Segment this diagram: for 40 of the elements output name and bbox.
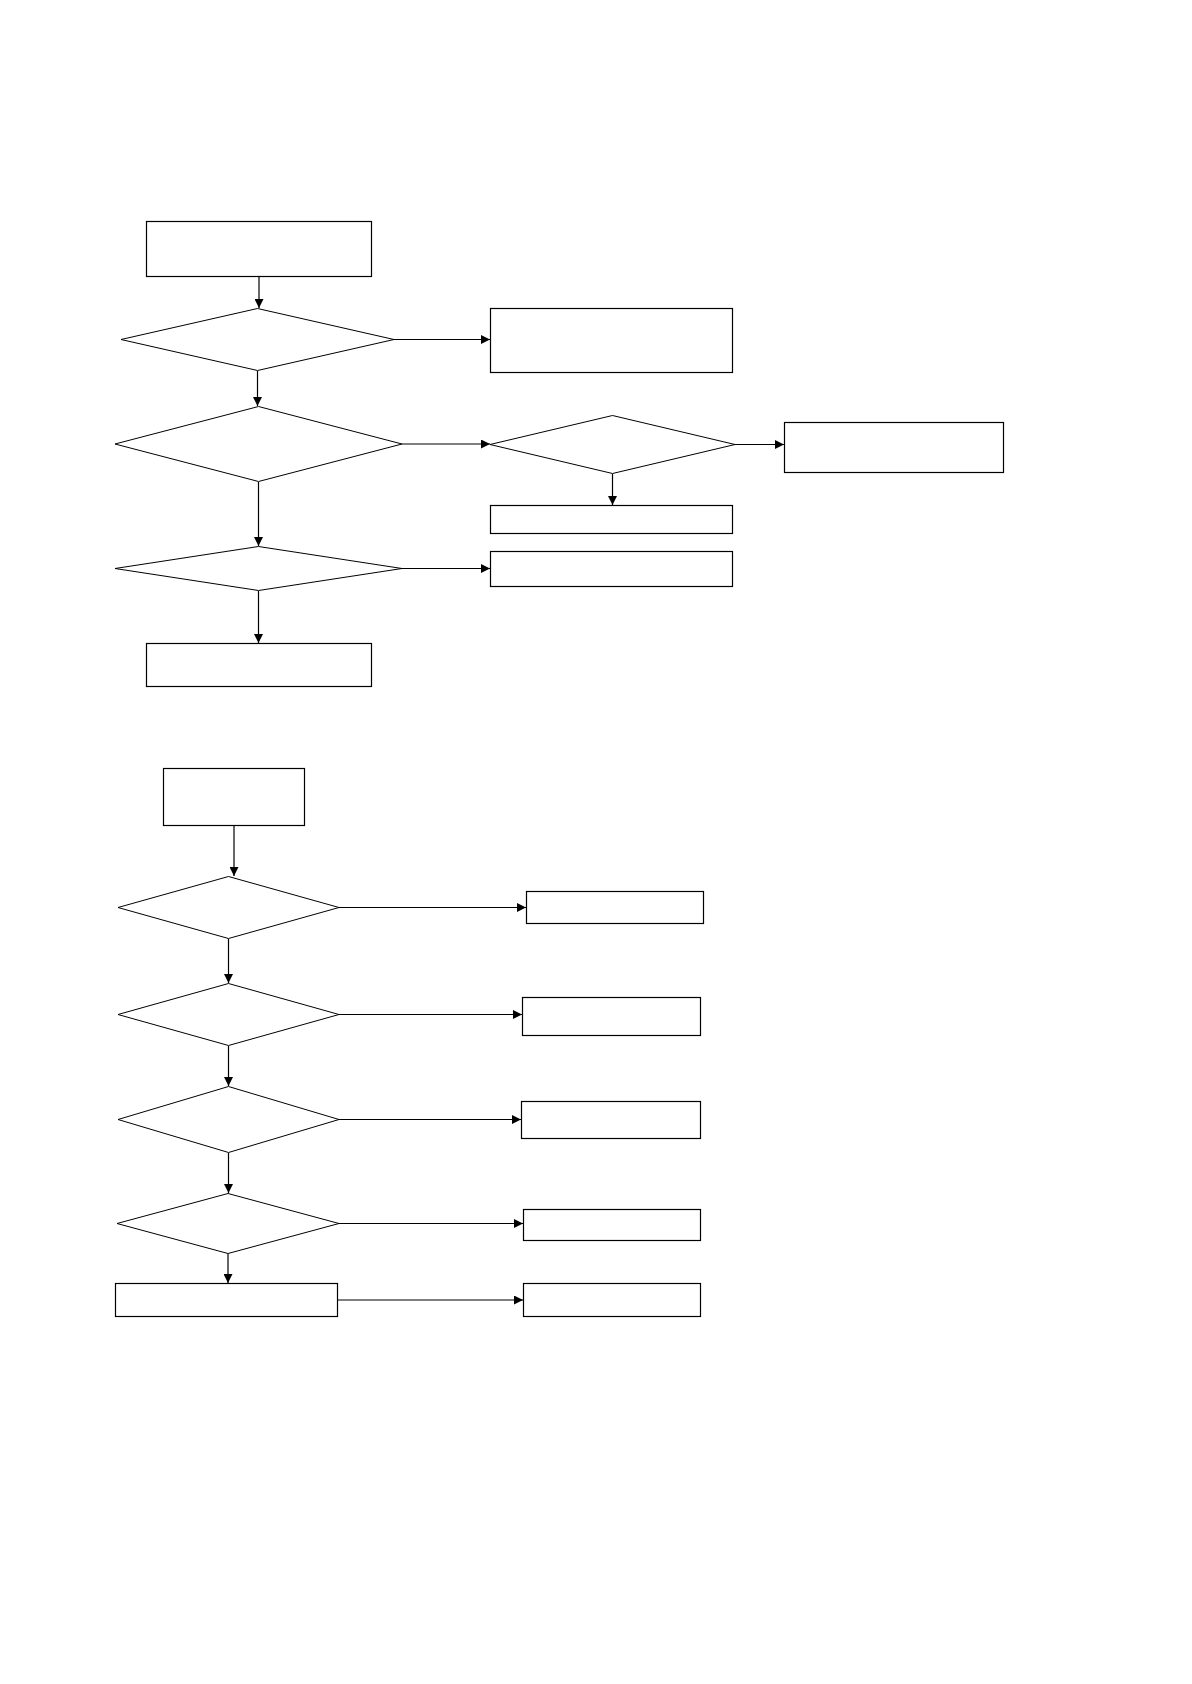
arrow (254, 481, 263, 547)
decision-diamond (118, 876, 339, 939)
decision-diamond (115, 546, 402, 591)
process-box (523, 1209, 701, 1241)
process-box (146, 643, 372, 687)
arrow (393, 335, 491, 344)
arrow (224, 938, 233, 984)
process-box (490, 308, 733, 373)
process-box (784, 422, 1004, 473)
process-box (490, 551, 733, 587)
arrow (338, 1219, 524, 1228)
decision-diamond (121, 308, 394, 371)
process-box (115, 1283, 338, 1317)
arrow (254, 276, 264, 309)
arrow (608, 473, 617, 506)
arrow (338, 1115, 522, 1124)
process-box (521, 1101, 701, 1139)
decision-diamond (117, 1193, 339, 1254)
arrow (224, 1152, 233, 1194)
arrow (401, 564, 491, 573)
arrow (338, 1010, 523, 1019)
arrow (229, 825, 239, 877)
process-box (490, 505, 733, 534)
process-box (523, 1283, 701, 1317)
arrow (223, 1253, 233, 1284)
process-box (163, 768, 305, 826)
arrow (338, 903, 527, 912)
decision-diamond (118, 983, 339, 1046)
arrow (337, 1295, 524, 1305)
arrow (224, 1045, 233, 1087)
process-box (522, 997, 701, 1036)
decision-diamond (115, 406, 402, 482)
process-box (146, 221, 372, 277)
arrow (401, 439, 491, 449)
arrow (253, 370, 262, 407)
decision-diamond (118, 1086, 339, 1153)
process-box (526, 891, 704, 924)
decision-diamond (490, 415, 735, 474)
arrow (734, 440, 785, 449)
arrow (254, 590, 263, 644)
